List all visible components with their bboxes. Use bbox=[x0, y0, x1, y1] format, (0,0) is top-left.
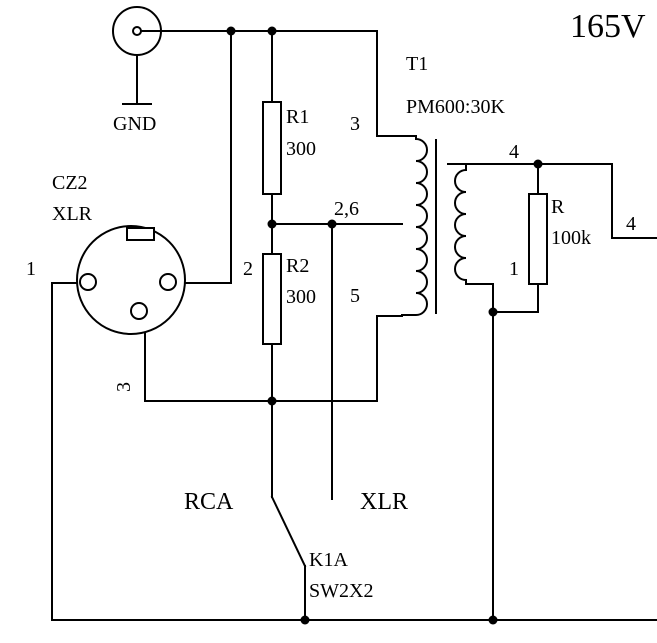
r1-value-label: 300 bbox=[286, 138, 316, 160]
junctions bbox=[226, 26, 543, 625]
secondary-coil bbox=[447, 163, 467, 285]
r-bottom-wire bbox=[492, 283, 539, 313]
xlr-pin-1 bbox=[79, 273, 97, 291]
secondary-pin4-label: 4 bbox=[509, 141, 519, 163]
transformer-t1 bbox=[401, 135, 467, 316]
transformer-ref-label: T1 bbox=[406, 53, 428, 75]
switch-type-label: SW2X2 bbox=[309, 580, 373, 602]
voltage-label: 165V bbox=[570, 8, 646, 45]
primary-pin5-label: 5 bbox=[350, 285, 360, 307]
r-ref-label: R bbox=[551, 196, 565, 218]
r2-value-label: 300 bbox=[286, 286, 316, 308]
sec-top-wire bbox=[447, 163, 657, 239]
connector-ref-label: CZ2 bbox=[52, 172, 88, 194]
resistor-r1 bbox=[262, 101, 282, 195]
xlr-pin1-wire bbox=[51, 282, 81, 621]
rca-jack bbox=[112, 6, 162, 56]
gnd-label: GND bbox=[113, 113, 156, 135]
sec-bottom-wire bbox=[465, 283, 494, 621]
xlr-pin1-label: 1 bbox=[26, 258, 36, 280]
r1-ref-label: R1 bbox=[286, 106, 309, 128]
xlr-pin-3 bbox=[130, 302, 148, 320]
xlr-pin-2 bbox=[159, 273, 177, 291]
wires bbox=[51, 30, 657, 621]
r-value-label: 100k bbox=[551, 227, 591, 249]
resistor-r bbox=[528, 193, 548, 285]
connector-type-label: XLR bbox=[52, 203, 93, 225]
primary-coil bbox=[401, 135, 428, 316]
secondary-pin1-label: 1 bbox=[509, 258, 519, 280]
resistor-r2 bbox=[262, 253, 282, 345]
primary-pin3-label: 3 bbox=[350, 113, 360, 135]
prim-pin5-wire bbox=[144, 310, 403, 402]
primary-pin26-label: 2,6 bbox=[334, 198, 359, 220]
transformer-value-label: PM600:30K bbox=[406, 96, 505, 118]
xlr-pin2-wire bbox=[170, 30, 232, 284]
r2-ref-label: R2 bbox=[286, 255, 309, 277]
switch-xlr-label: XLR bbox=[360, 489, 408, 515]
xlr-pin3-label: 3 bbox=[113, 382, 135, 392]
xlr-connector bbox=[76, 225, 186, 335]
switch-rca-label: RCA bbox=[184, 489, 234, 515]
xlr-pin2-label: 2 bbox=[243, 258, 253, 280]
switch-ref-label: K1A bbox=[309, 549, 348, 571]
output-pin4-label: 4 bbox=[626, 213, 636, 235]
switch-lever bbox=[270, 495, 307, 568]
